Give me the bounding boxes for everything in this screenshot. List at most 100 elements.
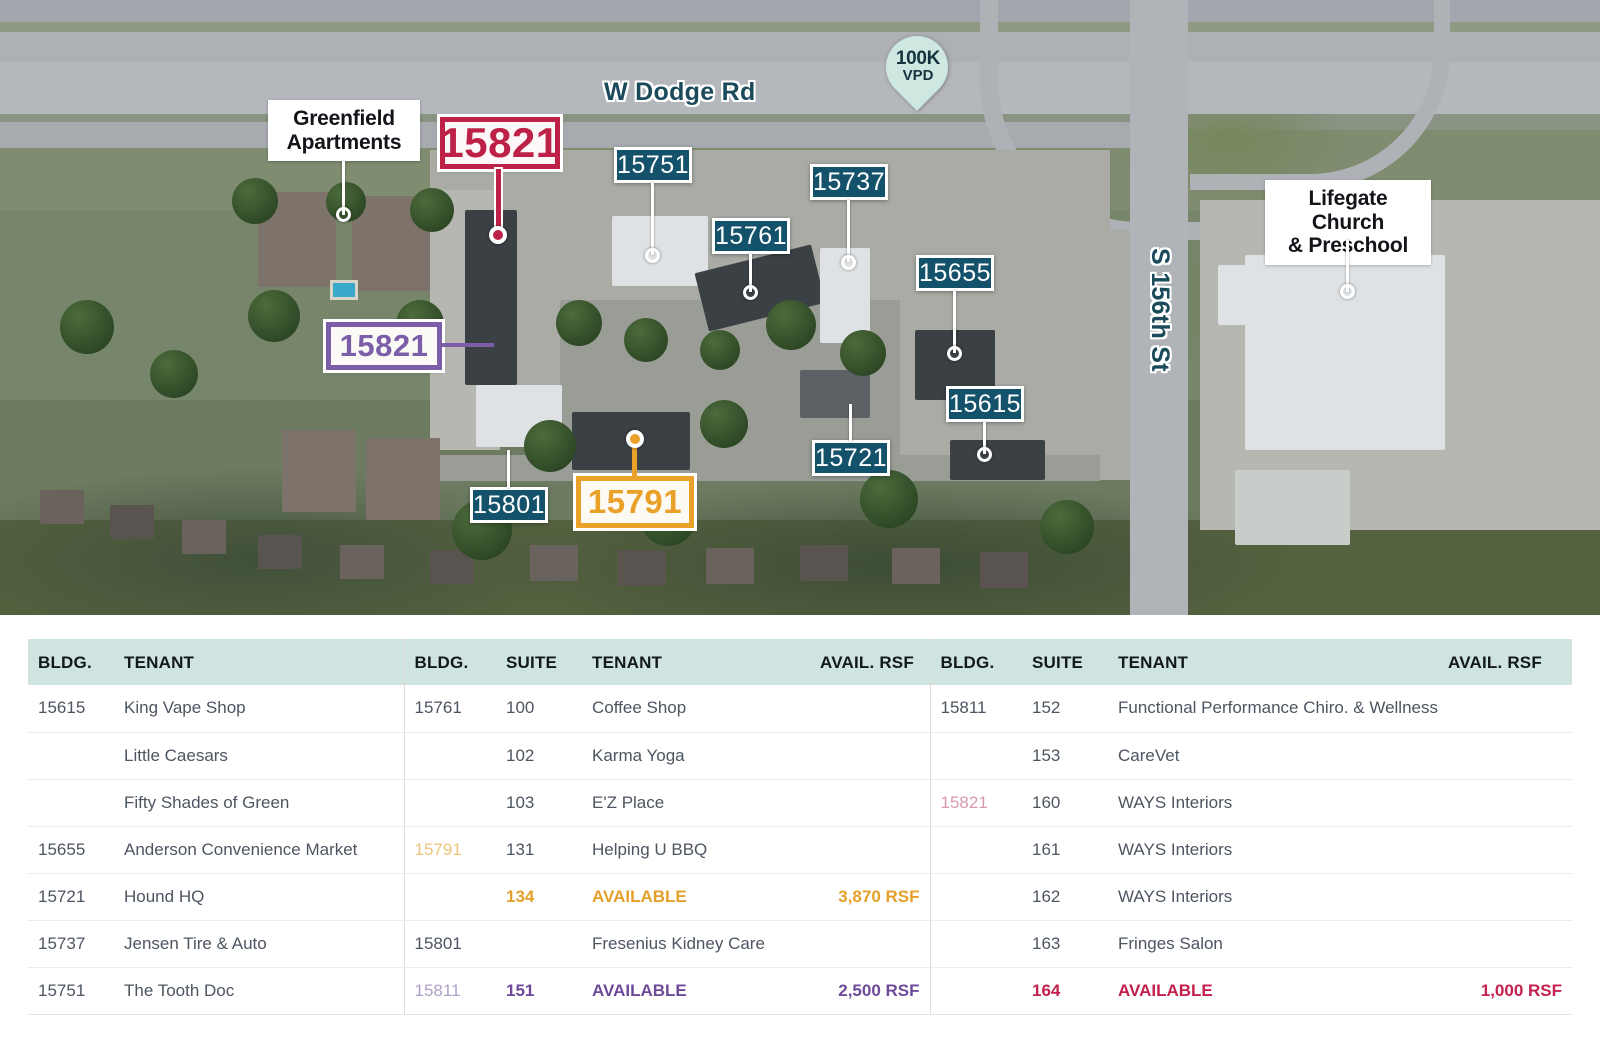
cell-right-tenant: Functional Performance Chiro. & Wellness xyxy=(1108,685,1438,733)
road-label-w-dodge-rd: W Dodge Rd xyxy=(604,78,756,106)
map-marker-15821-crimson[interactable]: 15821 xyxy=(437,114,563,172)
house-row-12 xyxy=(980,552,1028,588)
map-leader-15761 xyxy=(749,254,752,292)
map-marker-15655[interactable]: 15655 xyxy=(916,255,994,291)
building-construction-pad xyxy=(1235,470,1350,545)
cell-mid-bldg: 15811 xyxy=(403,967,496,1015)
cell-right-suite: 162 xyxy=(1022,873,1108,921)
th-mid-suite: SUITE xyxy=(496,639,582,685)
cell-mid-rsf xyxy=(810,685,930,733)
map-anchor-15821-crimson xyxy=(489,226,507,244)
cell-right-tenant: WAYS Interiors xyxy=(1108,779,1438,827)
cell-right-suite: 152 xyxy=(1022,685,1108,733)
map-anchor-15655 xyxy=(947,346,962,361)
house-row-9 xyxy=(706,548,754,584)
cell-mid-suite: 134 xyxy=(496,873,582,921)
th-left-tenant: TENANT xyxy=(114,639,404,685)
highway-median xyxy=(0,22,1600,32)
map-marker-15721[interactable]: 15721 xyxy=(812,440,890,476)
building-15751 xyxy=(612,216,708,286)
tree-cluster xyxy=(700,400,748,448)
map-anchor-15751 xyxy=(645,248,660,263)
building-15615 xyxy=(950,440,1045,480)
traffic-count-unit: VPD xyxy=(902,67,934,84)
tree-cluster xyxy=(150,350,198,398)
cell-mid-rsf: 2,500 RSF xyxy=(810,967,930,1015)
cell-left-bldg: 15721 xyxy=(28,873,114,921)
cell-right-rsf xyxy=(1438,779,1572,827)
table-row[interactable]: 15615 King Vape Shop 15761 100 Coffee Sh… xyxy=(28,685,1572,733)
cell-mid-tenant: Karma Yoga xyxy=(582,732,810,780)
map-leader-15801 xyxy=(507,450,510,488)
house-row-8 xyxy=(618,550,666,586)
tree-cluster xyxy=(624,318,668,362)
cell-right-bldg xyxy=(929,826,1022,874)
house-row-3 xyxy=(182,520,226,554)
cell-mid-suite: 151 xyxy=(496,967,582,1015)
th-right-rsf: AVAIL. RSF xyxy=(1438,639,1572,685)
cell-left-tenant: King Vape Shop xyxy=(114,685,404,733)
map-marker-15751[interactable]: 15751 xyxy=(614,147,692,183)
tree-cluster xyxy=(860,470,918,528)
house-row-7 xyxy=(530,545,578,581)
table-row[interactable]: 15737 Jensen Tire & Auto 15801 Fresenius… xyxy=(28,920,1572,968)
callout-leader-lifegate xyxy=(1346,240,1349,292)
callout-anchor-lifegate xyxy=(1340,284,1355,299)
table-row[interactable]: 15655 Anderson Convenience Market 15791 … xyxy=(28,826,1572,874)
cell-right-suite: 153 xyxy=(1022,732,1108,780)
cell-right-rsf xyxy=(1438,826,1572,874)
cell-mid-bldg: 15801 xyxy=(403,920,496,968)
table-body: 15615 King Vape Shop 15761 100 Coffee Sh… xyxy=(28,685,1572,1015)
cell-mid-rsf xyxy=(810,779,930,827)
cell-right-tenant: Fringes Salon xyxy=(1108,920,1438,968)
house-row-2 xyxy=(110,505,154,539)
tenant-table: BLDG. TENANT BLDG. SUITE TENANT AVAIL. R… xyxy=(28,639,1572,1015)
cell-mid-rsf xyxy=(810,732,930,780)
cell-mid-rsf: 3,870 RSF xyxy=(810,873,930,921)
table-row[interactable]: Fifty Shades of Green 103 E'Z Place 1582… xyxy=(28,779,1572,827)
map-marker-15791[interactable]: 15791 xyxy=(573,473,697,531)
building-15721 xyxy=(800,370,870,418)
tree-cluster xyxy=(410,188,454,232)
callout-leader-greenfield xyxy=(342,161,345,215)
table-header-row: BLDG. TENANT BLDG. SUITE TENANT AVAIL. R… xyxy=(28,639,1572,685)
table-row[interactable]: Little Caesars 102 Karma Yoga 153 CareVe… xyxy=(28,732,1572,780)
cell-right-bldg xyxy=(929,873,1022,921)
cell-mid-rsf xyxy=(810,826,930,874)
th-right-suite: SUITE xyxy=(1022,639,1108,685)
map-marker-15821-purple[interactable]: 15821 xyxy=(323,319,445,373)
cell-right-rsf: 1,000 RSF xyxy=(1438,967,1572,1015)
callout-greenfield-apartments: Greenfield Apartments xyxy=(268,100,420,162)
tree-cluster xyxy=(556,300,602,346)
cell-right-suite: 160 xyxy=(1022,779,1108,827)
tree-cluster xyxy=(232,178,278,224)
cell-right-tenant: WAYS Interiors xyxy=(1108,826,1438,874)
tree-cluster xyxy=(766,300,816,350)
cell-left-tenant: Anderson Convenience Market xyxy=(114,826,404,874)
table-row[interactable]: 15751 The Tooth Doc 15811 151 AVAILABLE … xyxy=(28,967,1572,1015)
cell-right-bldg xyxy=(929,920,1022,968)
cell-mid-tenant: AVAILABLE xyxy=(582,967,810,1015)
cell-mid-suite: 102 xyxy=(496,732,582,780)
cell-mid-bldg: 15791 xyxy=(403,826,496,874)
map-marker-15761[interactable]: 15761 xyxy=(712,218,790,254)
tree-cluster xyxy=(700,330,740,370)
cell-left-tenant: Jensen Tire & Auto xyxy=(114,920,404,968)
map-leader-15655 xyxy=(953,291,956,353)
map-marker-15801[interactable]: 15801 xyxy=(470,487,548,523)
map-marker-15737[interactable]: 15737 xyxy=(810,164,888,200)
cell-left-tenant: Fifty Shades of Green xyxy=(114,779,404,827)
tenant-roster-panel: BLDG. TENANT BLDG. SUITE TENANT AVAIL. R… xyxy=(0,615,1600,1062)
cell-mid-suite: 100 xyxy=(496,685,582,733)
tree-cluster xyxy=(248,290,300,342)
cell-right-tenant: AVAILABLE xyxy=(1108,967,1438,1015)
map-anchor-15737 xyxy=(841,255,856,270)
cell-mid-bldg xyxy=(403,732,496,780)
cell-left-bldg: 15655 xyxy=(28,826,114,874)
table-row[interactable]: 15721 Hound HQ 134 AVAILABLE 3,870 RSF 1… xyxy=(28,873,1572,921)
th-mid-bldg: BLDG. xyxy=(403,639,496,685)
cell-mid-tenant: Helping U BBQ xyxy=(582,826,810,874)
cell-mid-tenant: Coffee Shop xyxy=(582,685,810,733)
cell-left-tenant: The Tooth Doc xyxy=(114,967,404,1015)
map-marker-15615[interactable]: 15615 xyxy=(946,386,1024,422)
